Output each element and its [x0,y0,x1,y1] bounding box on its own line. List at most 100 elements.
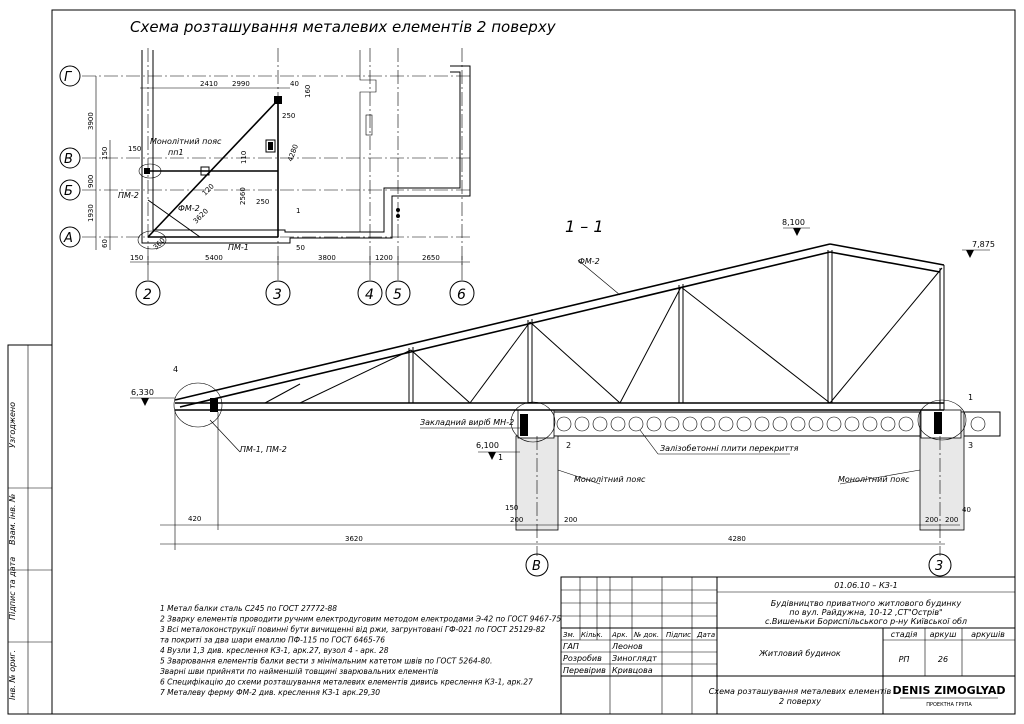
dim-misc-4: 2560 [239,187,247,205]
role-0: ГАП [563,642,579,651]
hollow-core [664,416,680,432]
hollow-core [574,416,590,432]
level-6100: 6,100 [476,441,499,450]
note-line: 7 Металеву ферму ФМ-2 див. креслення КЗ-… [160,688,380,697]
dim-misc-0: 110 [240,151,248,164]
name-2: Кривцова [612,666,653,675]
head-col-0: Зм. [563,631,575,639]
dim-misc-9: 120 [201,182,216,197]
floor-plan: Г В Б А 2 3 4 5 6 2410 2990 40 160 150 5… [59,48,475,306]
dim-bot-2: 3800 [318,254,336,262]
stamp-project-3: с.Вишеньки Бориспільського р-ну Київсько… [765,617,967,626]
callout-3: 3 [968,441,973,450]
hollow-core [754,416,770,432]
hollow-core [790,416,806,432]
axis-row-b: Б [64,184,73,199]
section-label-pm: ПМ-1, ПМ-2 [240,445,287,454]
dim-bot-3: 1200 [375,254,393,262]
name-1: Зиноглядт [612,654,657,663]
hollow-core [610,416,626,432]
stamp-sheet-title-1: Схема розташування металевих елементів [709,687,892,696]
side-sign-date: Підпис та дата [8,557,17,620]
plan-label-mono-belt: Монолітний пояс [150,137,222,146]
section-axis-3: 3 [935,559,943,574]
axis-col-4: 4 [365,287,374,303]
hollow-core [826,416,842,432]
role-2: Перевірив [563,666,606,675]
general-notes: 1 Метал балки сталь С245 по ГОСТ 27772-8… [160,604,561,697]
callout-4: 4 [173,365,178,374]
stamp-stage-label: стадія [891,630,918,639]
head-col-2: Арк. [611,631,628,639]
note-line: 6 Специфікацію до схеми розташування мет… [160,678,533,687]
stamp-object: Житловий будинок [758,649,841,658]
hollow-core [682,416,698,432]
axis-col-5: 5 [393,287,402,303]
sec-dim-200c: 200 [925,516,938,524]
dim-bot-4: 2650 [422,254,440,262]
hollow-core [736,416,752,432]
hollow-core [718,416,734,432]
axis-row-a: А [63,231,73,246]
stamp-code: 01.06.10 – КЗ-1 [834,581,898,590]
dim-top-0: 2410 [200,80,218,88]
section-label-mono2: Монолітний пояс [838,475,910,484]
plan-label-pp1: пп1 [168,148,184,157]
axis-col-3: 3 [273,287,282,303]
company-name: DENIS ZIMOGLYAD [893,684,1006,697]
hollow-core [844,416,860,432]
note-line: 1 Метал балки сталь С245 по ГОСТ 27772-8… [160,604,337,613]
sec-dim-200b: 200 [564,516,577,524]
section-label: 1 – 1 [565,217,604,236]
side-inv-orig: Інв. № ориг. [8,650,17,700]
drawing-title: Схема розташування металевих елементів 2… [130,18,557,36]
dim-top-3: 160 [304,85,312,98]
dim-bot-1: 5400 [205,254,223,262]
hollow-core [556,416,572,432]
note-line: та покриті за два шари емаллю ПФ-115 по … [160,636,385,645]
dim-misc-5: 250 [256,198,269,206]
stamp-sheets-label: аркушів [971,630,1005,639]
sec-dim-150: 150 [505,504,518,512]
callout-2: 2 [566,441,571,450]
dim-misc-3: 150 [128,145,141,153]
sec-dim-3620: 3620 [345,535,363,543]
stamp-sheet-label: аркуш [930,630,958,639]
hollow-core [700,416,716,432]
hollow-core [862,416,878,432]
note-line: 5 Зварювання елементів балки вести з мін… [160,657,492,666]
section-label-fm2: ФМ-2 [578,257,600,266]
callout-1b: 1 [498,453,503,462]
axis-row-g: Г [64,70,73,85]
dim-misc-2: 4280 [286,143,300,162]
note-line: 4 Вузли 1,3 див. креслення КЗ-1, арк.27,… [160,646,389,655]
stamp-sheet-title-2: 2 поверху [779,697,821,706]
plan-label-pm1: ПМ-1 [228,243,249,252]
head-col-3: № док. [633,631,659,639]
sec-dim-4280: 4280 [728,535,746,543]
section-label-embedded: Закладний виріб МН-2 [420,418,514,427]
dim-misc-6: 1 [296,207,300,215]
dim-left-3: 1930 [87,204,95,222]
dim-top-1: 2990 [232,80,250,88]
axis-col-6: 6 [457,287,466,303]
dim-left-2: 900 [87,175,95,188]
hollow-core [772,416,788,432]
sec-dim-40: 40 [962,506,971,514]
note-line: 2 Зварку елементів проводити ручним елек… [160,615,561,624]
level-7875: 7,875 [972,240,995,249]
head-col-4: Підпис [666,631,691,639]
dim-left-0: 3900 [87,112,95,130]
hollow-core [592,416,608,432]
dim-left-1: 150 [101,147,109,160]
slab-hollow-cores [556,416,986,432]
stamp-project-1: Будівництво приватного житлового будинку [771,599,962,608]
plan-label-pm2: ПМ-2 [118,191,139,200]
stamp-project-2: по вул. Райдужна, 10-12 ,СТ"Острів" [789,608,942,617]
sec-dim-420: 420 [188,515,201,523]
dim-bot-0: 150 [130,254,143,262]
side-agreed: Узгоджено [8,402,17,448]
dim-misc-7: 50 [296,244,305,252]
section-1-1: 1 – 1 [130,217,1001,577]
note-line: Зварні шви прийняти по найменшій товщині… [160,667,438,676]
